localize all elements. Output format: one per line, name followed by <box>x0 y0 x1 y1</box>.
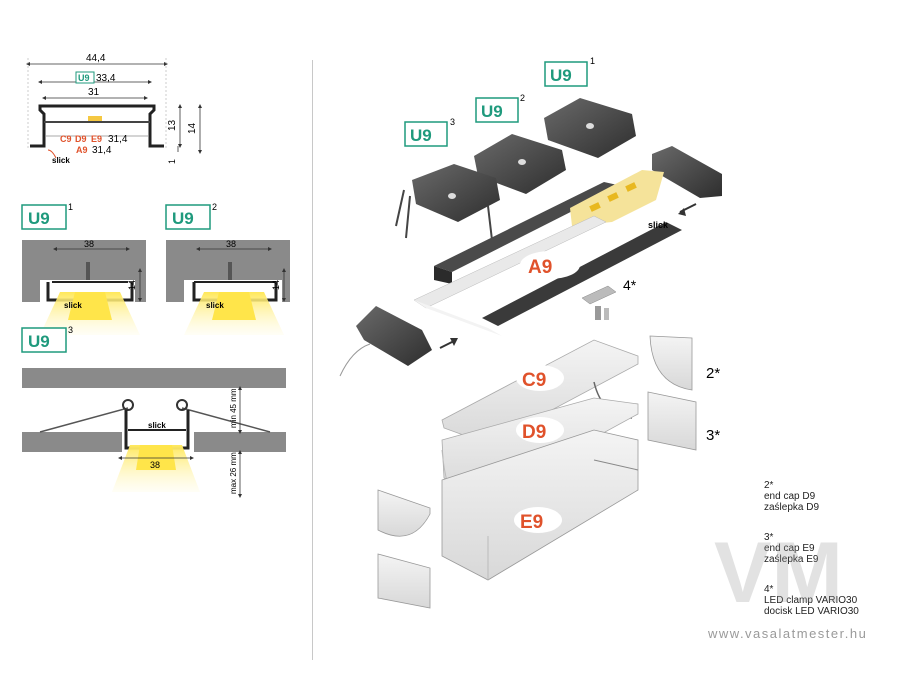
legend-item-4: 4* LED clamp VARIO30 docisk LED VARIO30 <box>764 584 859 617</box>
panel-divider <box>312 60 313 660</box>
end-piece-left <box>339 306 458 377</box>
exploded-u9-1-sup: 1 <box>590 56 595 66</box>
watermark-logo: VM <box>714 530 843 610</box>
legend-item-3: 3* end cap E9 zaślepka E9 <box>764 532 818 565</box>
variant-u9-3-slick: slick <box>148 421 166 430</box>
dim-height-13: 13 <box>167 119 178 131</box>
legend-item-2-en: end cap D9 <box>764 491 816 502</box>
variant-u9-1-height: 14 <box>127 280 137 290</box>
variant-u9-3-max: max 26 mm <box>229 452 238 494</box>
legend-item-2-pl: zaślepka D9 <box>764 502 820 513</box>
variant-u9-3-min: min 45 mm <box>229 388 238 428</box>
legend-item-3-en: end cap E9 <box>764 543 815 554</box>
legend-item-3-num: 3* <box>764 532 774 543</box>
variant-u9-3-label: U9 <box>28 332 50 351</box>
exploded-u9-3: U9 3 <box>395 117 500 241</box>
exploded-cap3-num: 3* <box>706 427 720 444</box>
main-profile: slick A9 <box>413 170 697 336</box>
variant-u9-1-label: U9 <box>28 209 50 228</box>
variant-u9-2: U9 2 38 14 slick <box>165 202 290 335</box>
dim-d9: D9 <box>75 134 87 144</box>
exploded-u9-3-label: U9 <box>410 126 432 145</box>
exploded-cap2-num: 2* <box>706 365 720 382</box>
variant-u9-1-width: 38 <box>84 239 94 249</box>
diffuser-e9: E9 <box>441 429 639 581</box>
legend-item-2: 2* end cap D9 zaślepka D9 <box>764 480 819 513</box>
variant-u9-2-height: 14 <box>271 280 281 290</box>
end-cap-d9-left <box>377 489 431 537</box>
dim-height-1: 1 <box>167 159 177 164</box>
exploded-e9: E9 <box>520 512 543 533</box>
variant-u9-2-label: U9 <box>172 209 194 228</box>
dim-total-width: 44,4 <box>86 53 106 64</box>
legend-item-4-num: 4* <box>764 584 774 595</box>
exploded-u9-1-label: U9 <box>550 66 572 85</box>
variant-u9-2-slick: slick <box>206 301 224 310</box>
dim-height-14: 14 <box>187 122 198 134</box>
dim-c9: C9 <box>60 134 72 144</box>
legend-item-4-en: LED clamp VARIO30 <box>764 595 858 606</box>
exploded-d9: D9 <box>522 422 546 443</box>
exploded-u9-1: U9 1 <box>544 56 636 158</box>
exploded-u9-2: U9 2 <box>474 93 566 194</box>
watermark-site[interactable]: www.vasalatmester.hu <box>708 626 868 641</box>
variant-u9-3-width: 38 <box>150 460 160 470</box>
led-clamp: 4* <box>581 277 637 320</box>
dim-u9-width: 33,4 <box>96 73 116 84</box>
dim-inner-width: 31 <box>88 87 100 98</box>
dim-a9: A9 <box>76 145 88 155</box>
variant-u9-2-width: 38 <box>226 239 236 249</box>
exploded-c9: C9 <box>522 370 546 391</box>
variant-u9-3-sup: 3 <box>68 325 73 335</box>
exploded-u9-2-sup: 2 <box>520 93 525 103</box>
exploded-u9-2-label: U9 <box>481 102 503 121</box>
variant-u9-1: U9 1 38 14 slick <box>21 202 146 335</box>
variant-u9-1-sup: 1 <box>68 202 73 212</box>
dim-slick: slick <box>52 156 70 165</box>
variant-u9-3: U9 3 38 slick min 45 mm max 26 mm <box>21 325 286 498</box>
end-cap-e9-left <box>377 553 431 609</box>
end-piece-top <box>652 146 722 198</box>
exploded-view: U9 1 U9 2 U9 3 slick <box>339 56 722 609</box>
exploded-a9: A9 <box>528 257 552 278</box>
legend-item-3-pl: zaślepka E9 <box>764 554 819 565</box>
end-cap-d9-right: 2* <box>649 335 720 391</box>
legend-item-2-num: 2* <box>764 480 774 491</box>
left-technical-drawings: 44,4 U9 33,4 31 C9 D9 E9 31,4 A9 31,4 sl… <box>21 53 290 498</box>
exploded-clamp-num: 4* <box>623 277 637 293</box>
exploded-slick: slick <box>648 220 669 230</box>
variant-u9-2-sup: 2 <box>212 202 217 212</box>
dim-e9: E9 <box>91 134 102 144</box>
dim-a9-width: 31,4 <box>92 145 112 156</box>
legend-item-4-pl: docisk LED VARIO30 <box>764 606 859 617</box>
exploded-u9-3-sup: 3 <box>450 117 455 127</box>
cross-section-dimensions: 44,4 U9 33,4 31 C9 D9 E9 31,4 A9 31,4 sl… <box>26 53 202 165</box>
watermark-logo-text: VM <box>714 530 843 610</box>
dim-u9-tag: U9 <box>78 73 90 83</box>
end-cap-e9-right: 3* <box>647 391 720 451</box>
dim-cde-width: 31,4 <box>108 134 128 145</box>
variant-u9-1-slick: slick <box>64 301 82 310</box>
